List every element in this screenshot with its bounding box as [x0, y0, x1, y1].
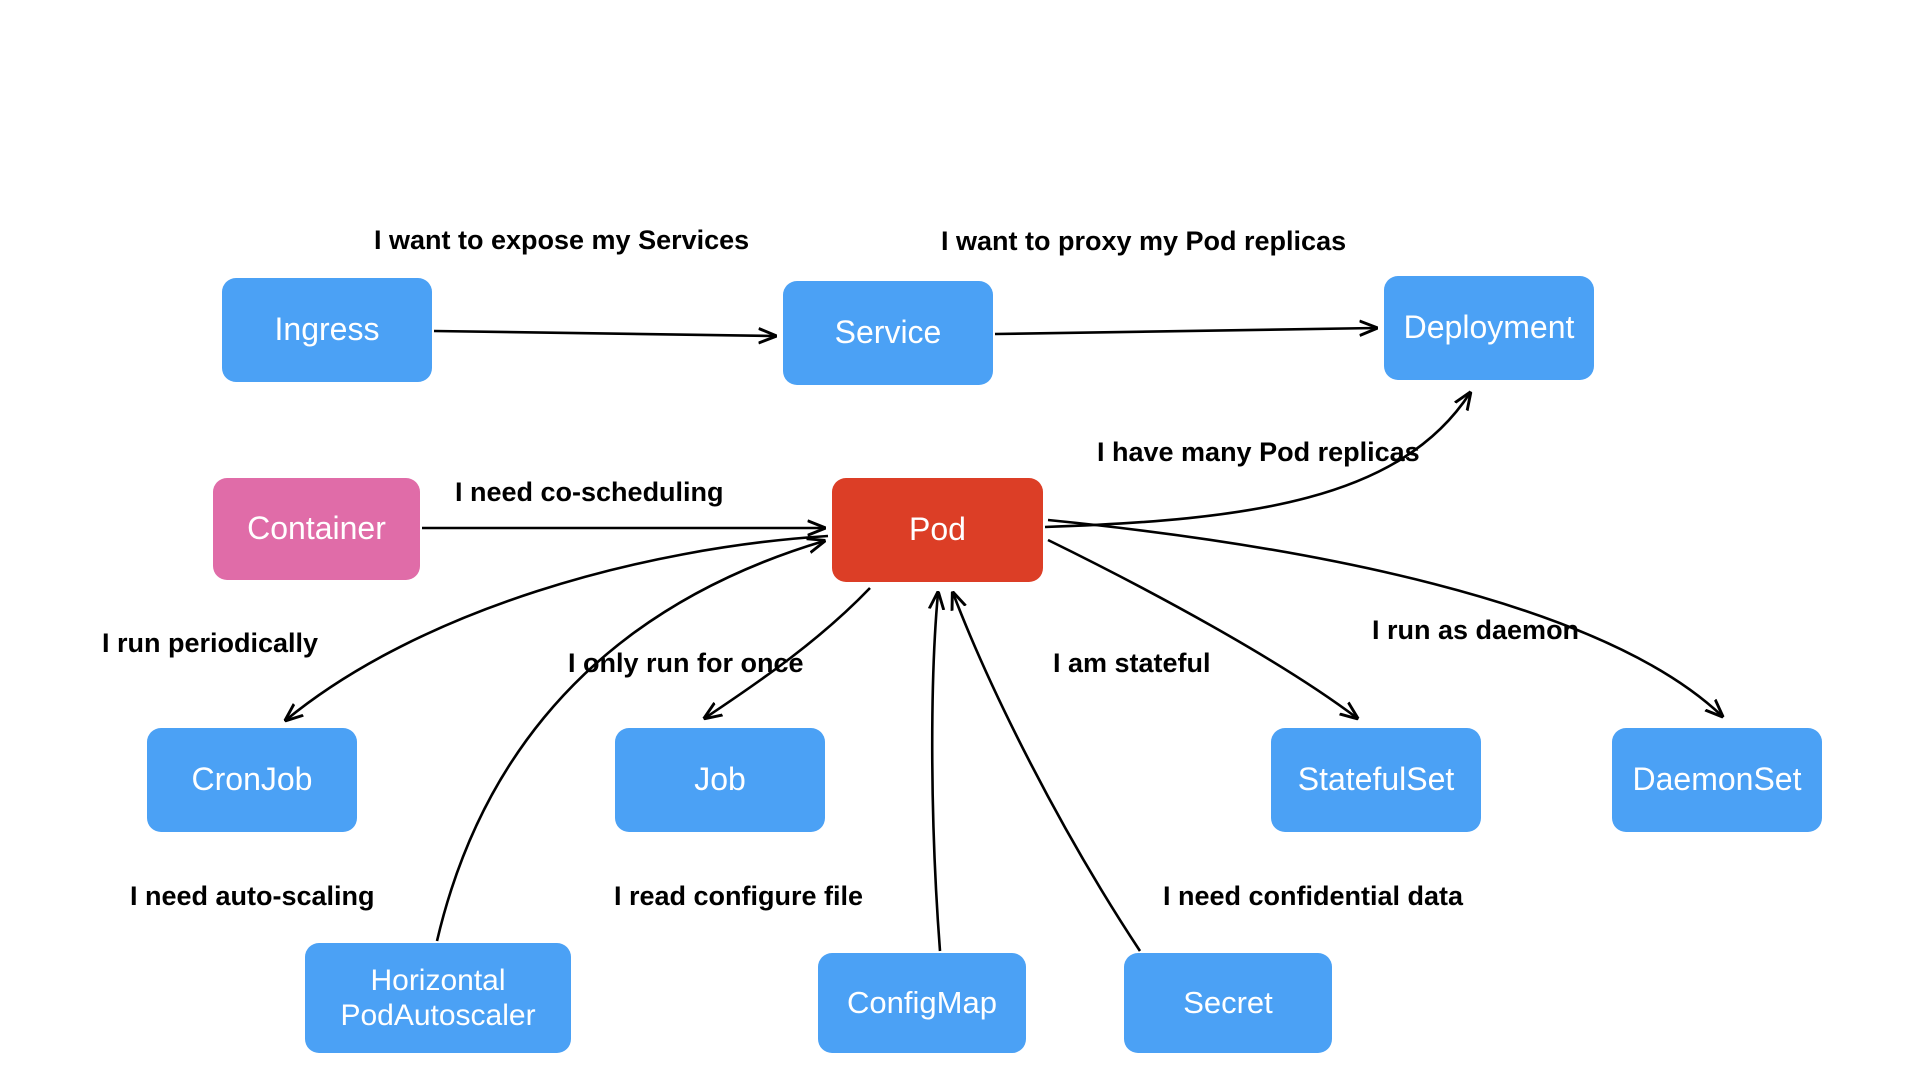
node-job[interactable]: Job [615, 728, 825, 832]
edge-label-run-as-daemon: I run as daemon [1372, 615, 1580, 645]
node-secret[interactable]: Secret [1124, 953, 1332, 1053]
node-statefulset[interactable]: StatefulSet [1271, 728, 1481, 832]
edge-secret-to-pod [953, 593, 1142, 952]
node-cronjob[interactable]: CronJob [147, 728, 357, 832]
node-ingress[interactable]: Ingress [222, 278, 432, 382]
edge-label-run-periodically: I run periodically [102, 628, 319, 658]
edge-label-proxy-replicas: I want to proxy my Pod replicas [941, 226, 1347, 256]
edge-configmap-to-pod [932, 593, 940, 952]
node-pod[interactable]: Pod [832, 478, 1043, 582]
edge-label-am-stateful: I am stateful [1053, 648, 1211, 678]
node-deployment[interactable]: Deployment [1384, 276, 1594, 380]
edge-label-auto-scaling: I need auto-scaling [130, 881, 375, 911]
edge-service-to-deployment [994, 328, 1376, 334]
edge-label-many-replicas: I have many Pod replicas [1097, 437, 1420, 467]
node-service[interactable]: Service [783, 281, 993, 385]
edge-label-expose-services: I want to expose my Services [374, 225, 750, 255]
node-container[interactable]: Container [213, 478, 420, 580]
edge-ingress-to-service [433, 331, 775, 336]
edge-pod-to-statefulset [1047, 538, 1357, 718]
node-hpa[interactable]: Horizontal PodAutoscaler [305, 943, 571, 1053]
edge-label-confidential-data: I need confidential data [1163, 881, 1464, 911]
edge-label-co-scheduling: I need co-scheduling [455, 477, 724, 507]
edge-label-only-run-once: I only run for once [568, 648, 804, 678]
node-configmap[interactable]: ConfigMap [818, 953, 1026, 1053]
node-daemonset[interactable]: DaemonSet [1612, 728, 1822, 832]
edge-label-read-configure: I read configure file [614, 881, 864, 911]
